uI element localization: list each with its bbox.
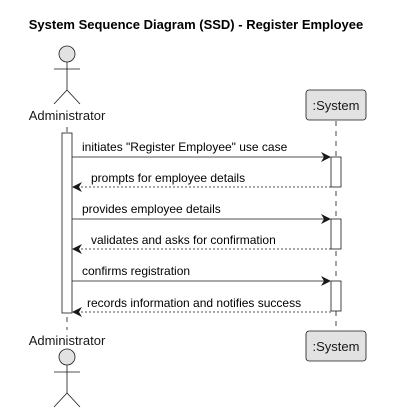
message-5: confirms registration [72,264,331,286]
actor-top: Administrator [29,45,106,123]
message-1: initiates "Register Employee" use case [72,140,331,162]
actor-bottom: Administrator [29,333,106,408]
system-participant-bottom: :System [305,330,367,362]
message-label: confirms registration [82,264,190,278]
message-label: provides employee details [82,202,221,216]
system-activation-bar [330,218,342,250]
system-participant-bottom-label: :System [313,339,360,354]
system-participant-top-label: :System [313,98,360,113]
message-4: validates and asks for confirmation [72,233,331,254]
system-activation-bar [330,156,342,188]
message-label: prompts for employee details [91,171,245,185]
actor-head-icon [58,45,76,63]
actor-top-label: Administrator [29,108,106,123]
actor-bottom-label: Administrator [29,333,106,348]
message-label: initiates "Register Employee" use case [82,140,288,154]
actor-activation-bar [61,132,73,314]
message-label: records information and notifies success [87,296,301,310]
system-participant-top: :System [305,89,367,121]
message-2: prompts for employee details [72,171,331,192]
actor-head-icon [58,348,76,366]
message-label: validates and asks for confirmation [91,233,276,247]
system-activation-bar [330,280,342,312]
message-3: provides employee details [72,202,331,224]
message-6: records information and notifies success [72,296,331,317]
diagram-title: System Sequence Diagram (SSD) - Register… [29,17,364,32]
